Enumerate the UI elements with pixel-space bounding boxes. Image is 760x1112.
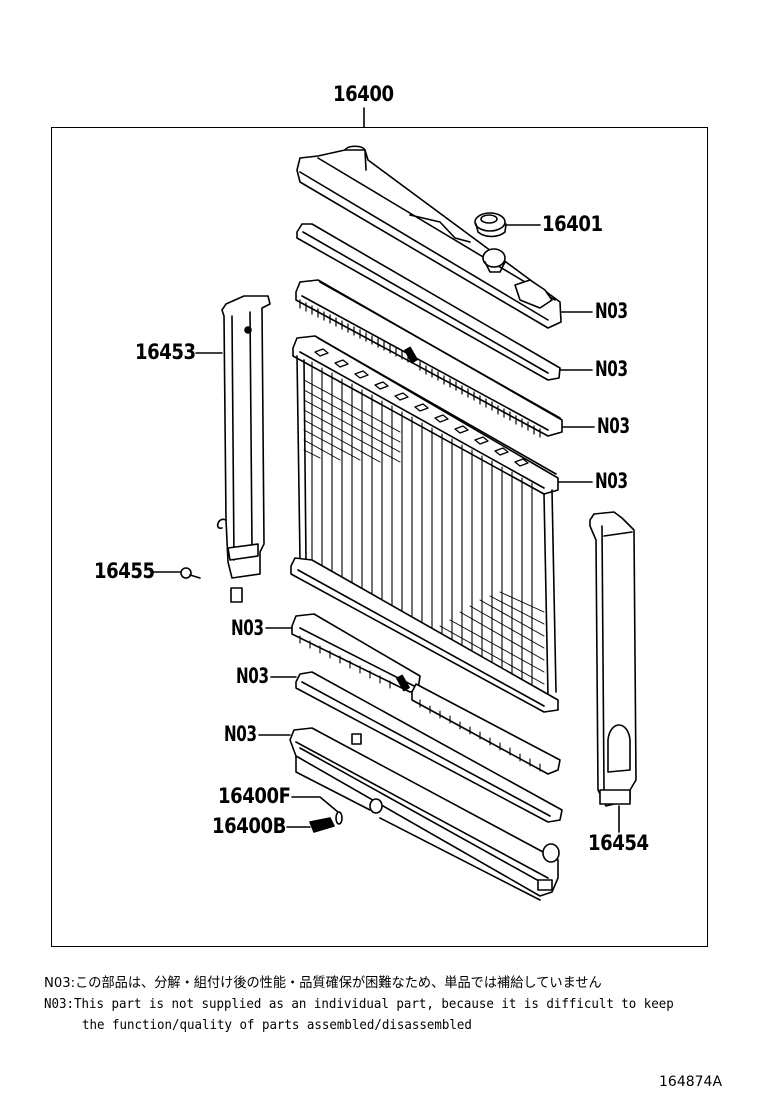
lower-gasket-drawing [296,672,562,822]
upper-gasket-drawing [297,224,560,380]
callout-n03-upper-tank[interactable]: N03 [595,299,628,323]
upper-core-plate-drawing [296,280,562,437]
callout-n03-lower-tank[interactable]: N03 [224,722,257,746]
callout-16400B[interactable]: 16400B [212,814,287,838]
callout-16455[interactable]: 16455 [94,559,155,583]
illustration-code: 164874A [659,1074,723,1090]
radiator-cap-drawing [475,213,506,237]
note-n03-english-line1: N03:This part is not supplied as an indi… [44,997,674,1012]
radiator-core-drawing [291,336,558,712]
leader-16400F [292,797,338,812]
callout-16454[interactable]: 16454 [588,831,649,855]
callout-16400[interactable]: 16400 [333,82,394,106]
callout-n03-lower-core-plate[interactable]: N03 [231,616,264,640]
lower-core-plate-drawing [292,614,560,774]
drain-cock-drawing [310,812,342,832]
callout-n03-upper-core-plate[interactable]: N03 [597,414,630,438]
left-bracket-drawing [218,296,270,602]
callout-n03-lower-gasket[interactable]: N03 [236,664,269,688]
right-bracket-drawing [590,512,636,806]
note-n03-english-line2: the function/quality of parts assembled/… [82,1018,472,1033]
upper-tank-drawing [297,146,561,328]
callout-16400F[interactable]: 16400F [218,784,291,808]
callout-16453[interactable]: 16453 [135,340,196,364]
assembly-frame [51,127,708,947]
bolt-drawing [181,568,200,578]
lower-tank-drawing [290,728,559,900]
callout-n03-upper-gasket[interactable]: N03 [595,357,628,381]
note-n03-japanese: N03:この部品は、分解・組付け後の性能・品質確保が困難なため、単品では補給して… [44,975,602,991]
callout-16401[interactable]: 16401 [542,212,603,236]
callout-n03-core[interactable]: N03 [595,469,628,493]
